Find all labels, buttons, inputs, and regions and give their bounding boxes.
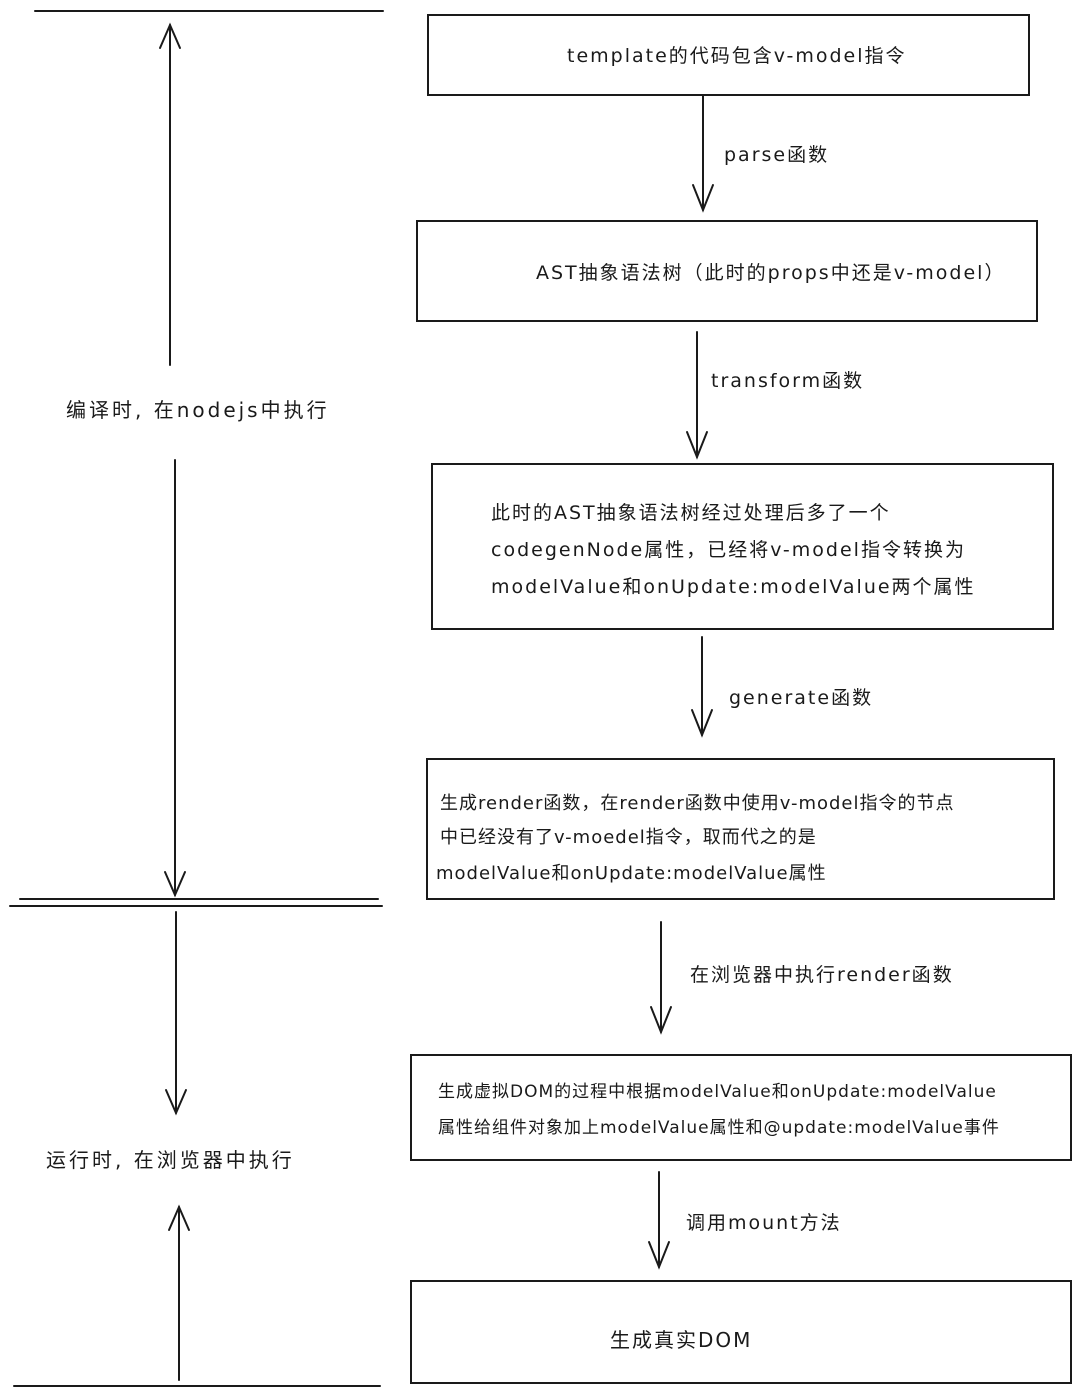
node-codegen-line-1: 此时的AST抽象语法树经过处理后多了一个 — [491, 502, 891, 524]
node-vdom: 生成虚拟DOM的过程中根据modelValue和onUpdate:modelVa… — [410, 1054, 1072, 1161]
node-template-text: template的代码包含v-model指令 — [567, 45, 907, 67]
node-render-line-1: 生成render函数，在render函数中使用v-model指令的节点 — [440, 793, 955, 814]
node-codegen-line-3: modelValue和onUpdate:modelValue两个属性 — [491, 576, 976, 598]
node-vdom-line-2: 属性给组件对象加上modelValue属性和@update:modelValue… — [438, 1118, 1000, 1138]
runtime-phase-label: 运行时, 在浏览器中执行 — [42, 1138, 299, 1179]
node-template: template的代码包含v-model指令 — [427, 14, 1030, 96]
edge-transform-label: transform函数 — [711, 370, 865, 392]
node-ast-text: AST抽象语法树（此时的props中还是v-model） — [536, 262, 1006, 284]
edge-generate-label: generate函数 — [729, 687, 874, 709]
compile-phase-label: 编译时, 在nodejs中执行 — [62, 388, 334, 429]
node-render-line-2: 中已经没有了v-moedel指令，取而代之的是 — [440, 827, 817, 848]
node-render-line-3: modelValue和onUpdate:modelValue属性 — [436, 863, 827, 884]
edge-execute-render-label: 在浏览器中执行render函数 — [690, 964, 954, 986]
node-codegen: 此时的AST抽象语法树经过处理后多了一个 codegenNode属性，已经将v-… — [431, 463, 1054, 630]
node-real-dom: 生成真实DOM — [410, 1280, 1072, 1384]
node-render: 生成render函数，在render函数中使用v-model指令的节点 中已经没… — [426, 758, 1055, 900]
edge-mount-label: 调用mount方法 — [686, 1212, 842, 1234]
edge-parse-label: parse函数 — [724, 144, 830, 166]
node-codegen-line-2: codegenNode属性，已经将v-model指令转换为 — [491, 539, 966, 561]
node-real-dom-text: 生成真实DOM — [610, 1328, 753, 1352]
node-ast: AST抽象语法树（此时的props中还是v-model） — [416, 220, 1038, 322]
node-vdom-line-1: 生成虚拟DOM的过程中根据modelValue和onUpdate:modelVa… — [438, 1082, 997, 1102]
